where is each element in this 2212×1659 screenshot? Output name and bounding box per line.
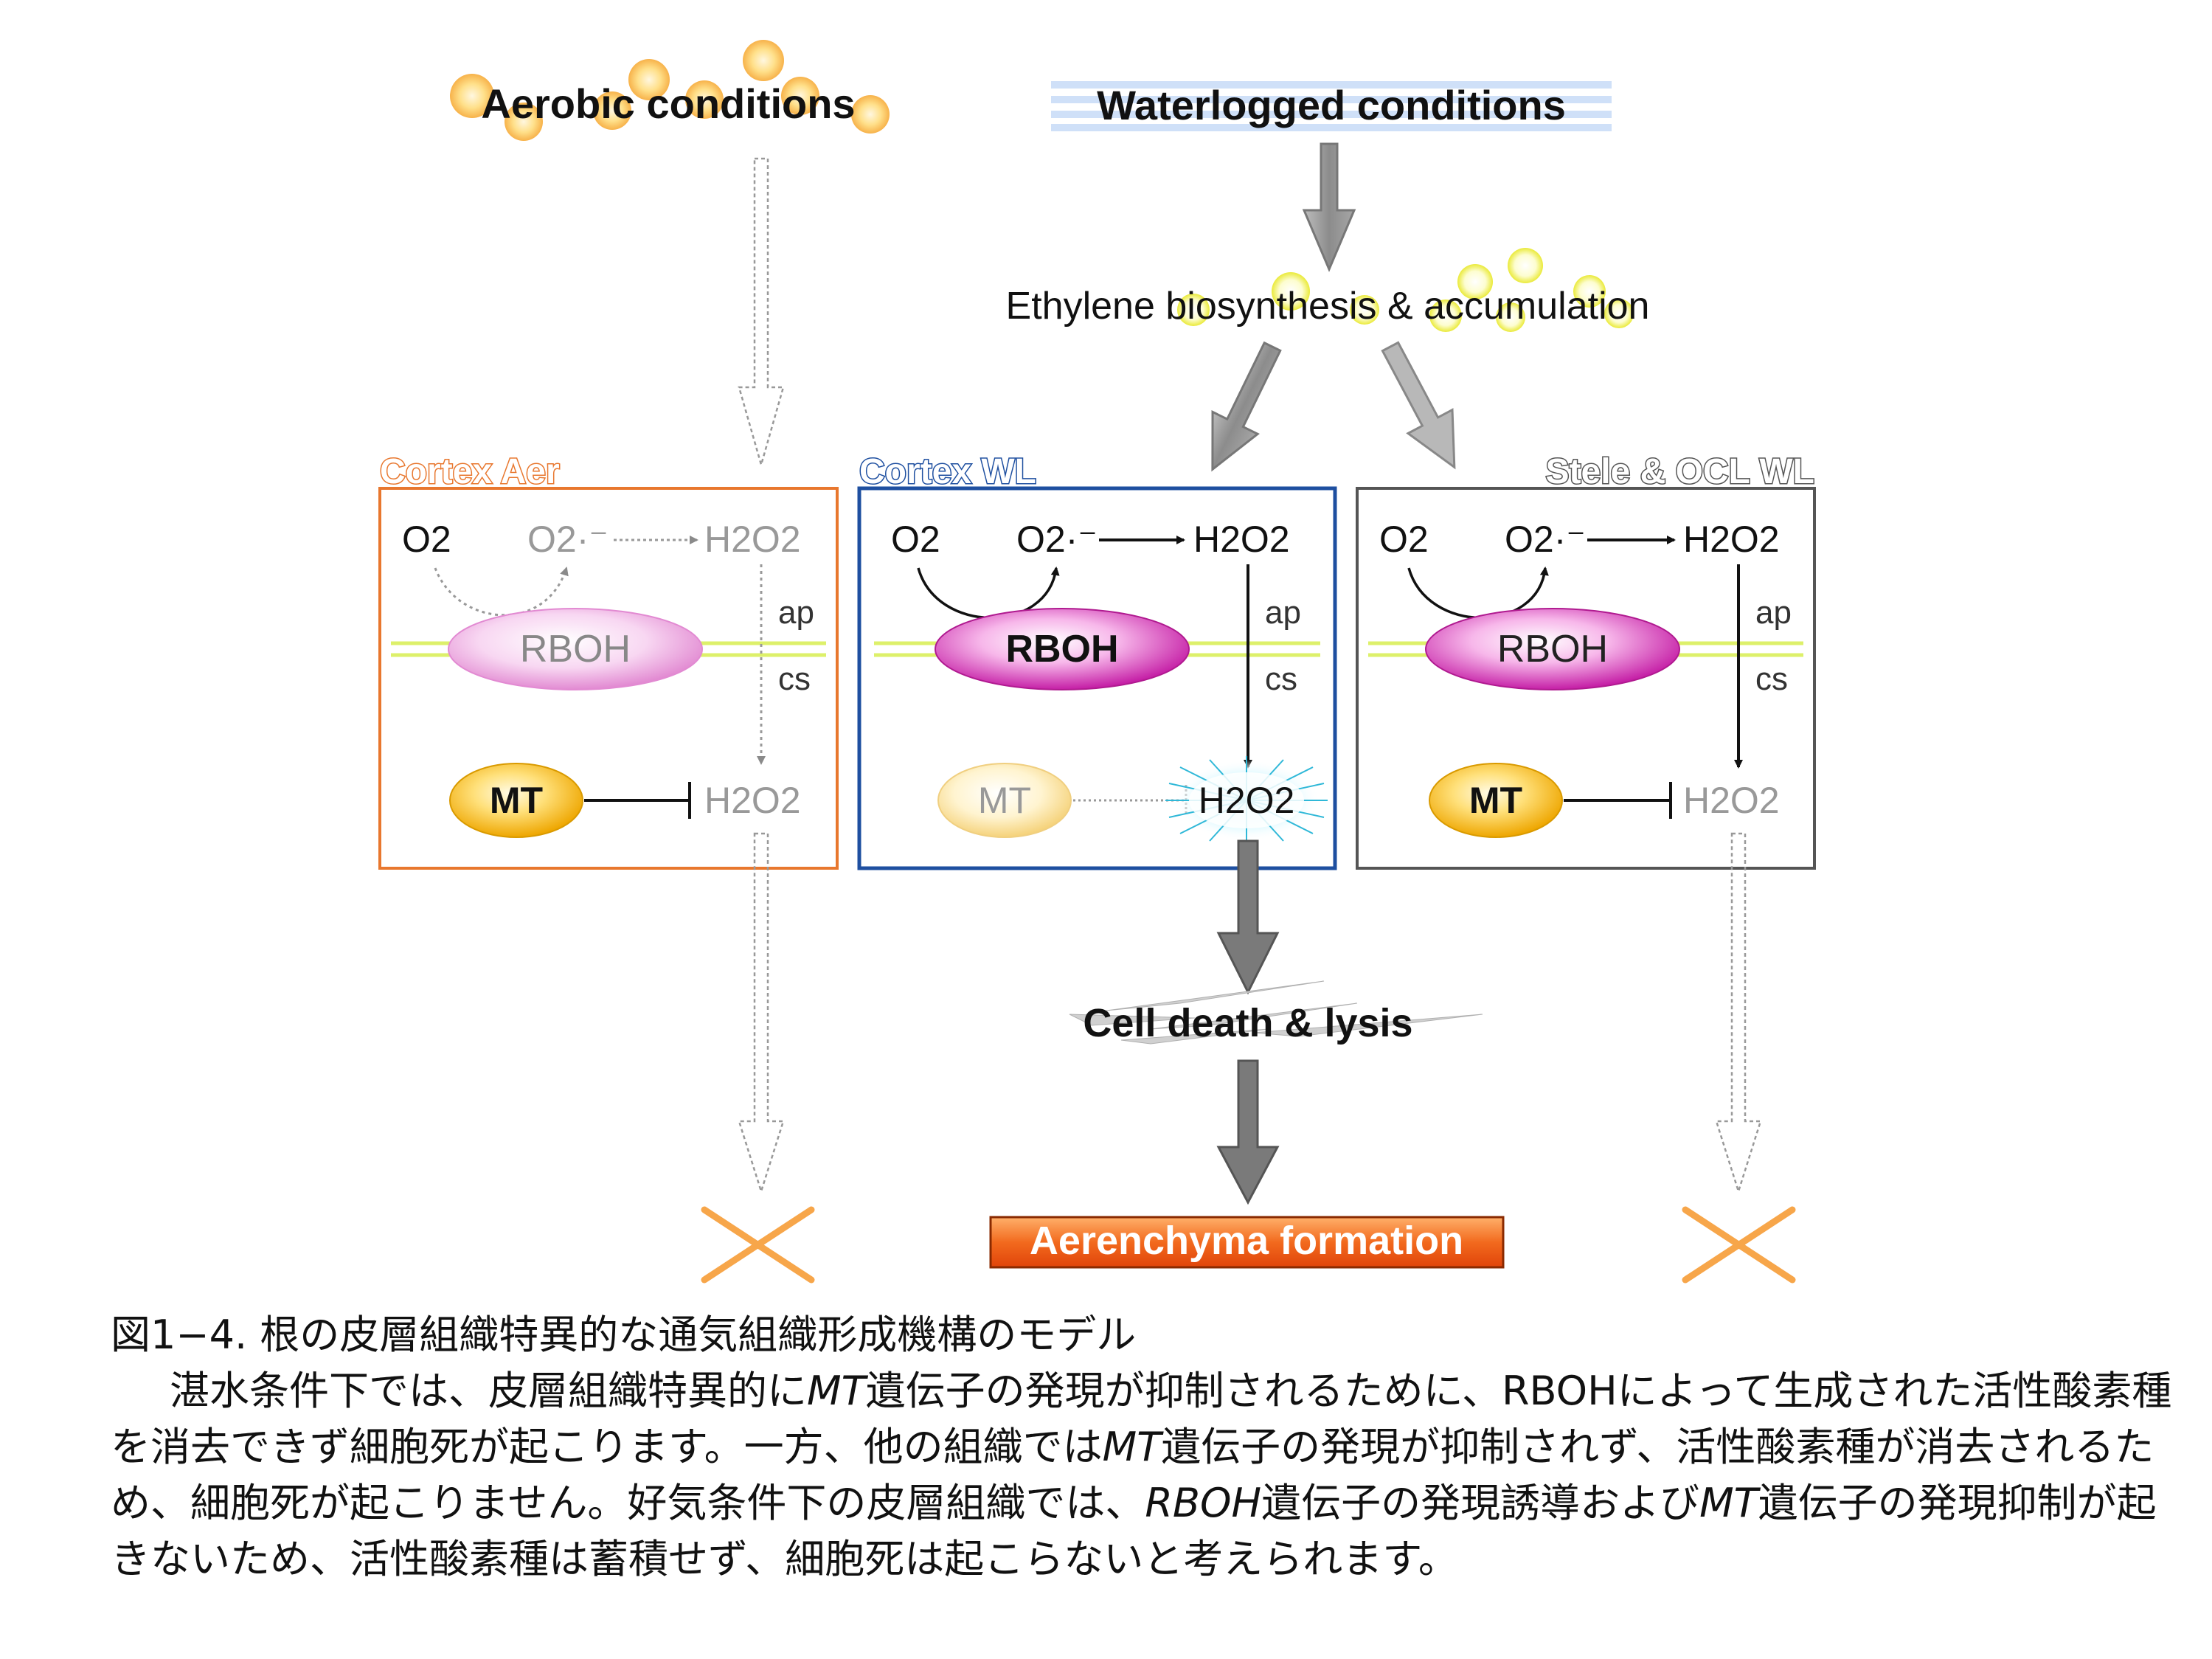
stele-ocl-wl-panel bbox=[1356, 487, 1816, 870]
cortex-aer-mt bbox=[449, 763, 583, 838]
stele-ocl-wl-mt bbox=[1429, 763, 1563, 838]
caption-text: 遺伝子の発現が抑制されず、活性酸素種が消去されるため、細胞死が起こりません。好気… bbox=[111, 1424, 2154, 1526]
arrow-waterlogged-to-ethylene bbox=[1302, 142, 1356, 272]
ethylene-bubbles bbox=[1177, 248, 1634, 332]
cortex-aer-title: Cortex Aer bbox=[380, 452, 560, 491]
cortex-wl-h2o2-burst bbox=[1165, 756, 1328, 845]
stele-ocl-wl-superoxide: O2·⁻ bbox=[1505, 519, 1586, 560]
cortex-aer-panel bbox=[378, 487, 839, 870]
arrow-aerobic-to-cortex-aer bbox=[738, 157, 785, 468]
waterlogged-conditions-label: Waterlogged conditions bbox=[1097, 82, 1566, 128]
caption-gene-mt: MT bbox=[1699, 1480, 1758, 1526]
caption-text: 湛水条件下では、皮層組織特異的に bbox=[170, 1368, 807, 1414]
caption-body: 湛水条件下では、皮層組織特異的にMT遺伝子の発現が抑制されるために、RBOHによ… bbox=[111, 1363, 2191, 1587]
aerenchyma-label: Aerenchyma formation bbox=[1030, 1219, 1463, 1263]
waterlogged-stripes bbox=[1051, 80, 1612, 131]
caption-text: 遺伝子の発現誘導および bbox=[1261, 1480, 1700, 1526]
cortex-aer-o2: O2 bbox=[402, 519, 451, 560]
aerobic-bubbles bbox=[450, 40, 890, 141]
arrow-ethylene-to-stele bbox=[1381, 341, 1456, 470]
cell-death-label: Cell death & lysis bbox=[1083, 1001, 1412, 1045]
cortex-aer-mt-label: MT bbox=[490, 780, 543, 821]
cortex-aer-o2-to-superoxide bbox=[434, 567, 569, 617]
cortex-aer-superoxide: O2·⁻ bbox=[527, 519, 609, 560]
cell-death-splinters bbox=[1069, 980, 1483, 1045]
cortex-aer-rboh-label: RBOH bbox=[520, 628, 631, 671]
caption-text: 遺伝子の発現が抑制されるために、RBOHによって生成された活性酸素種を消去できず… bbox=[111, 1368, 2172, 1470]
stele-ocl-wl-h2o2-bottom: H2O2 bbox=[1683, 780, 1780, 821]
cortex-wl-rboh-label: RBOH bbox=[1005, 628, 1118, 671]
stele-ocl-wl-title: Stele & OCL WL bbox=[1546, 452, 1814, 491]
aerobic-conditions-label: Aerobic conditions bbox=[481, 80, 855, 127]
cortex-wl-o2: O2 bbox=[891, 519, 940, 560]
arrow-cortex-wl-to-cell-death bbox=[1216, 839, 1280, 995]
cortex-wl-ap: ap bbox=[1265, 595, 1301, 631]
arrow-cell-death-to-aerenchyma bbox=[1216, 1059, 1280, 1205]
stele-no-aerenchyma-icon bbox=[1682, 1206, 1796, 1284]
cortex-wl-mt bbox=[937, 763, 1072, 838]
cortex-wl-superoxide: O2·⁻ bbox=[1016, 519, 1098, 560]
cortex-wl-panel bbox=[857, 486, 1337, 870]
cortex-wl-rboh bbox=[935, 608, 1190, 690]
cortex-aer-no-aerenchyma-icon bbox=[701, 1206, 815, 1284]
aerenchyma-model-diagram: Aerobic conditions Waterlogged condition… bbox=[378, 40, 1816, 1284]
cortex-wl-mt-label: MT bbox=[978, 780, 1031, 821]
stele-ocl-wl-rboh bbox=[1425, 608, 1680, 690]
caption-title: 図1−4. 根の皮層組織特異的な通気組織形成機構のモデル bbox=[111, 1312, 1137, 1358]
stele-ocl-wl-cs: cs bbox=[1755, 661, 1788, 697]
stele-ocl-wl-mt-label: MT bbox=[1469, 780, 1522, 821]
figure-caption: 図1−4. 根の皮層組織特異的な通気組織形成機構のモデル 湛水条件下では、皮層組… bbox=[111, 1307, 2191, 1587]
arrow-stele-to-x bbox=[1715, 832, 1762, 1195]
caption-gene-rboh: RBOH bbox=[1145, 1480, 1262, 1526]
stele-ocl-wl-ap: ap bbox=[1755, 595, 1792, 631]
arrow-cortex-aer-to-x bbox=[738, 832, 785, 1195]
caption-text: 遺伝子の発現抑制が起きないため、活性酸素種は蓄積せず、細胞死は起こらないと考えら… bbox=[111, 1480, 2157, 1582]
caption-gene-mt: MT bbox=[807, 1368, 866, 1414]
cortex-wl-title: Cortex WL bbox=[859, 452, 1036, 491]
cortex-wl-h2o2-top: H2O2 bbox=[1193, 519, 1290, 560]
ethylene-label: Ethylene biosynthesis & accumulation bbox=[1006, 285, 1650, 328]
stele-ocl-wl-rboh-label: RBOH bbox=[1497, 628, 1608, 671]
cortex-aer-cs: cs bbox=[778, 661, 811, 697]
caption-gene-mt: MT bbox=[1102, 1424, 1162, 1470]
stele-ocl-wl-h2o2-top: H2O2 bbox=[1683, 519, 1780, 560]
aerenchyma-box bbox=[989, 1216, 1505, 1269]
cortex-wl-cs: cs bbox=[1265, 661, 1297, 697]
cortex-aer-ap: ap bbox=[778, 595, 814, 631]
stele-ocl-wl-o2: O2 bbox=[1379, 519, 1429, 560]
cortex-aer-h2o2-bottom: H2O2 bbox=[704, 780, 801, 821]
cortex-wl-h2o2-bottom: H2O2 bbox=[1199, 780, 1295, 821]
cortex-aer-h2o2-top: H2O2 bbox=[704, 519, 801, 560]
cortex-aer-rboh bbox=[448, 608, 703, 690]
arrow-ethylene-to-cortex-wl bbox=[1211, 341, 1282, 472]
